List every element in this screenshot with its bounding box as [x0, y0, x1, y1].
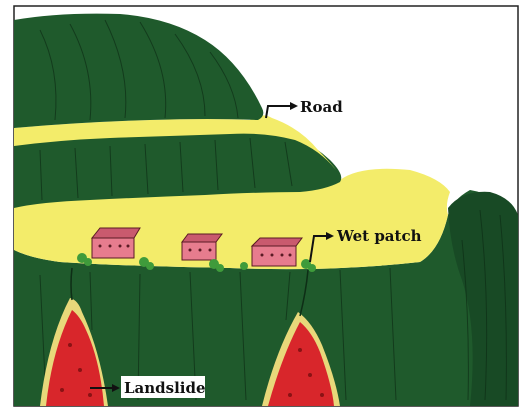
- road-label: Road: [300, 98, 343, 116]
- house-icon: [92, 228, 140, 258]
- landslide-label: Landslide: [124, 379, 206, 397]
- house-icon: [182, 234, 222, 260]
- house-icon: [252, 238, 302, 266]
- wet-patch-label: Wet patch: [336, 227, 422, 245]
